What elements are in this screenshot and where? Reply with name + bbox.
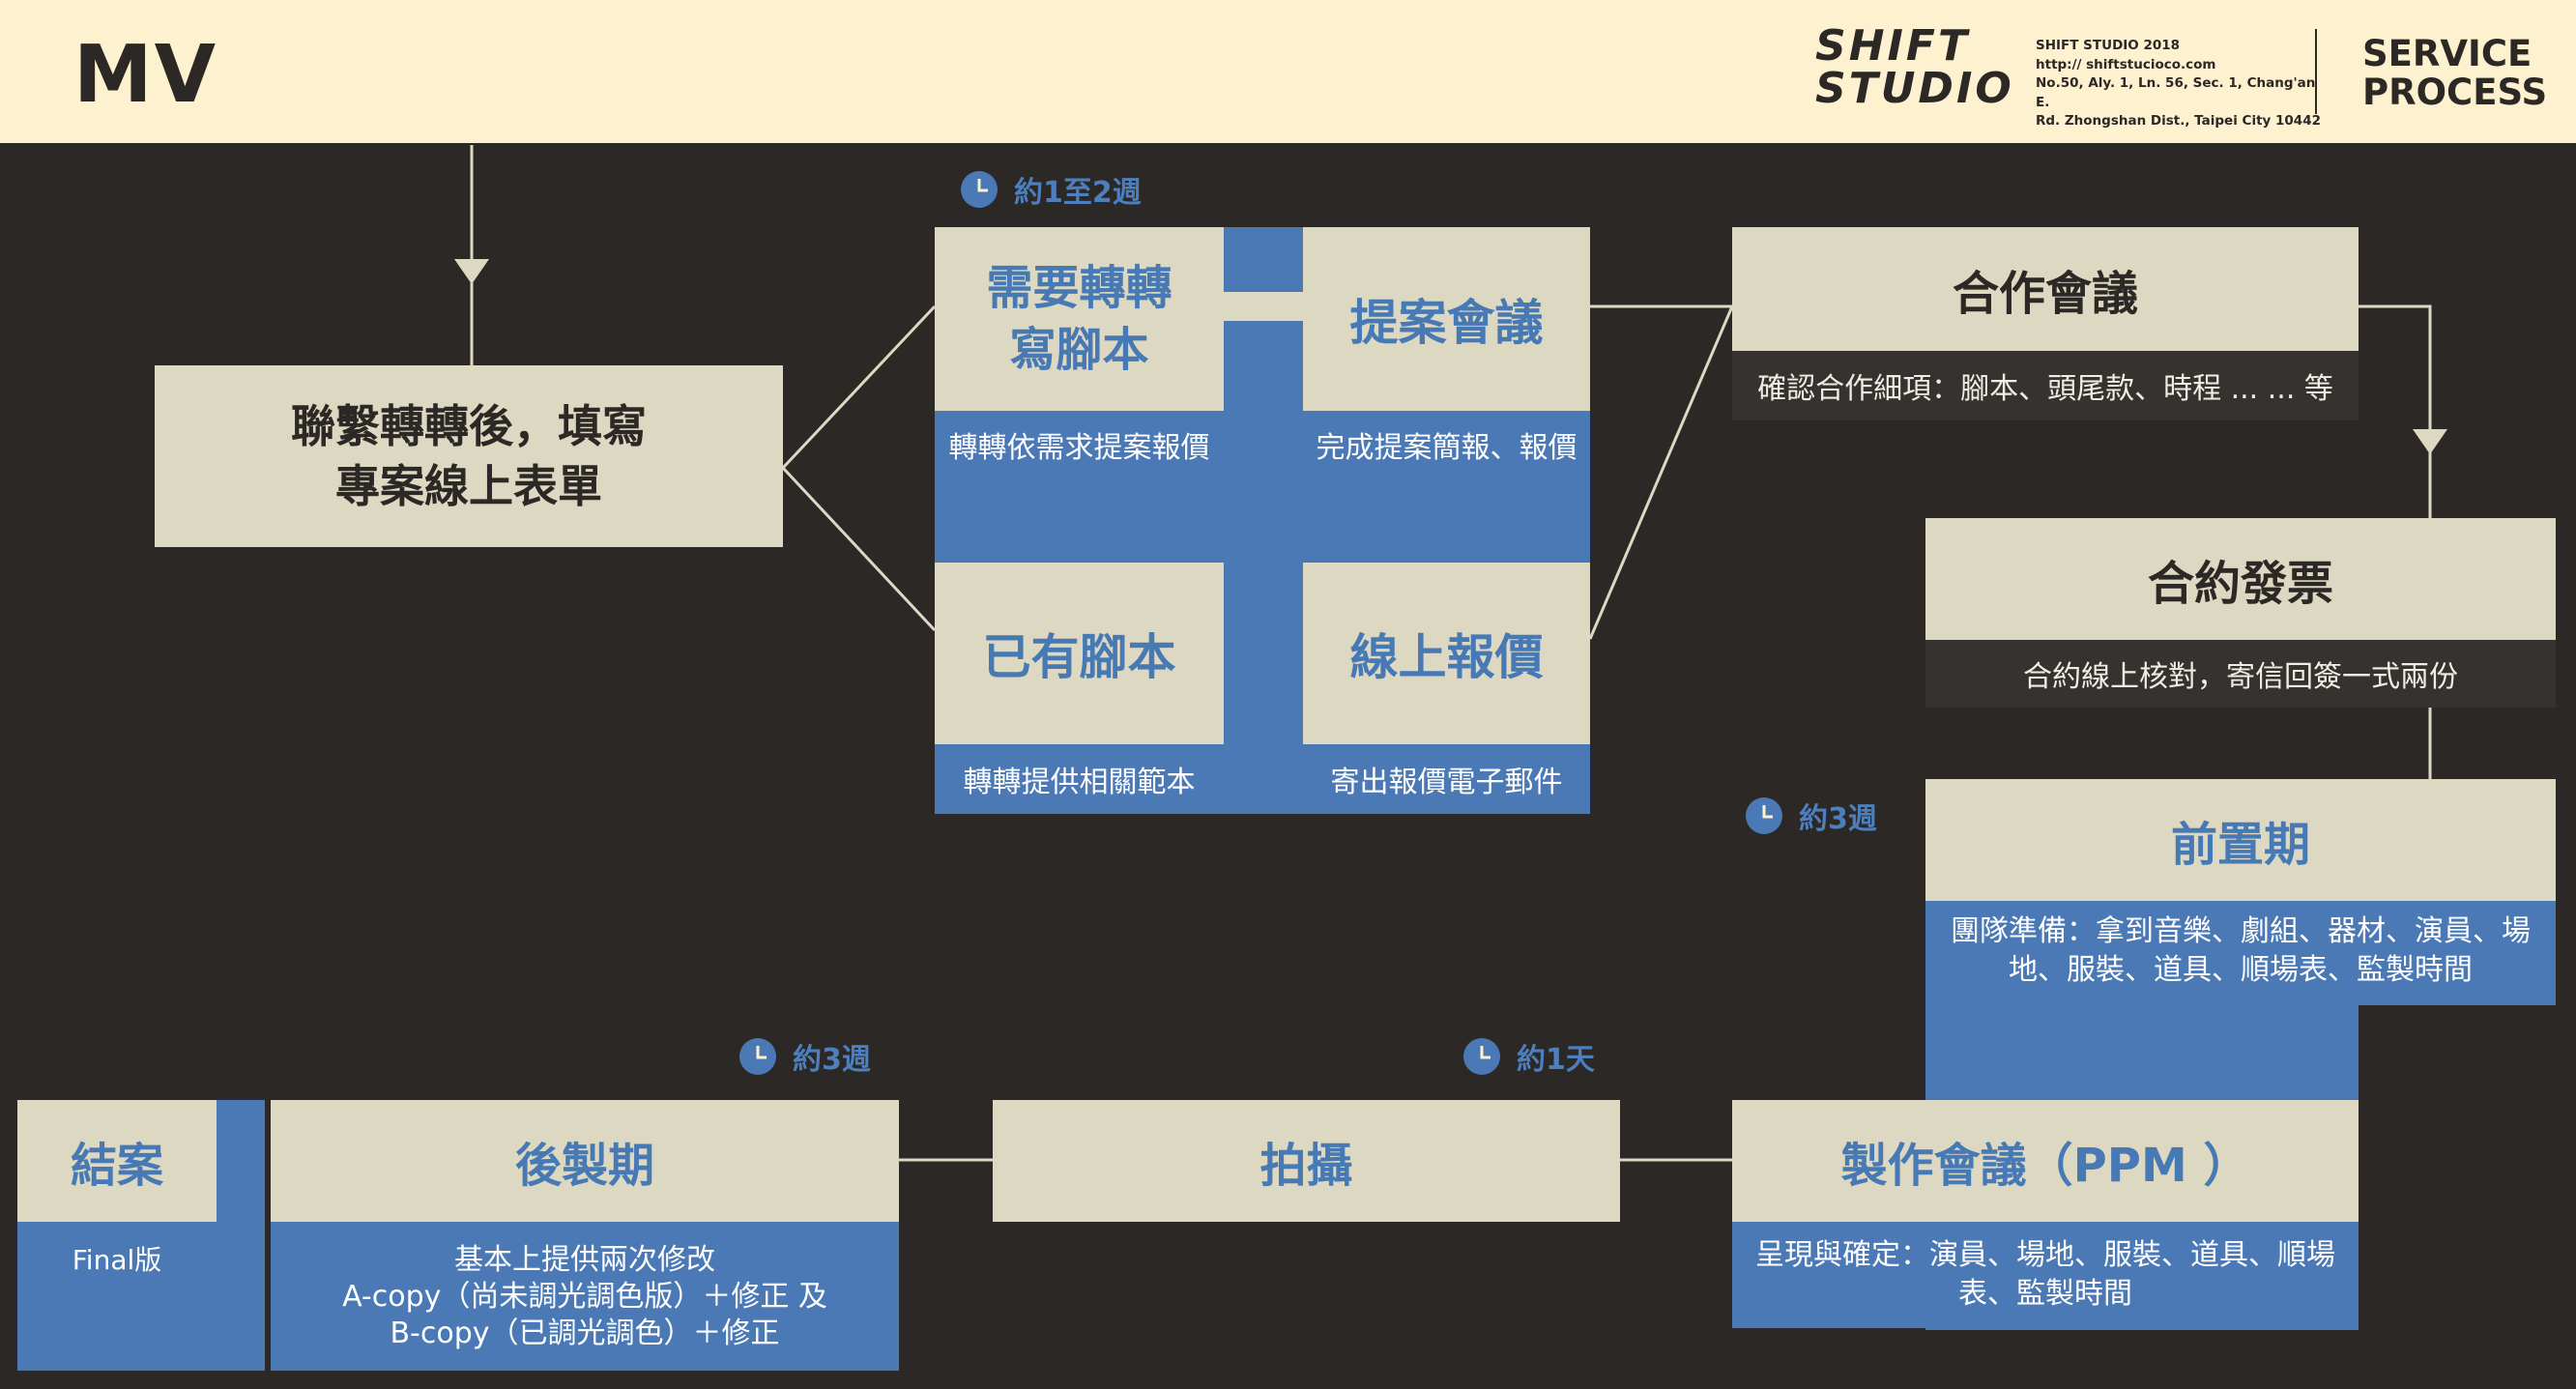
step-contact-title-2: 專案線上表單 [335, 460, 602, 512]
step-quote: 線上報價 [1303, 563, 1590, 744]
step-preprod-desc-2: 地、服裝、道具、順場表、監製時間 [2009, 953, 2473, 987]
step-proposal-title: 提案會議 [1349, 295, 1544, 351]
step-preprod: 前置期 [1925, 779, 2556, 901]
clock-icon [739, 1038, 776, 1075]
connector-coop-contract [2359, 304, 2432, 518]
address-line-1: No.50, Aly. 1, Ln. 56, Sec. 1, Chang'an … [2036, 75, 2316, 110]
step-contract-title: 合約發票 [2147, 557, 2333, 611]
need-proposal-bridge [1224, 292, 1303, 321]
duration-planning-text: 約1至2週 [1014, 176, 1142, 210]
step-close-desc: Final版 [17, 1224, 217, 1293]
clock-icon [1463, 1038, 1500, 1075]
step-preprod-desc-1: 團隊準備：拿到音樂、劇組、器材、演員、場 [1951, 914, 2531, 948]
duration-post-text: 約3週 [793, 1043, 871, 1077]
studio-logo: SHIFT STUDIO [1815, 25, 2028, 110]
duration-preprod: 約3週 [1745, 795, 1877, 837]
step-close: 結案 [17, 1100, 217, 1222]
step-preprod-title: 前置期 [2170, 818, 2310, 872]
clock-icon [961, 171, 998, 208]
step-post-desc-2: A-copy（尚未調光調色版）＋修正 及 [342, 1280, 827, 1314]
service-process-line-2: PROCESS [2362, 72, 2548, 113]
step-close-title: 結案 [70, 1139, 163, 1193]
connector-contact-has [781, 466, 937, 632]
service-process-line-1: SERVICE [2362, 33, 2533, 74]
step-proposal-desc: 完成提案簡報、報價 [1303, 411, 1590, 478]
step-need-script-title-2: 寫腳本 [1009, 323, 1149, 377]
step-contact-title-1: 聯繫轉轉後，填寫 [291, 400, 647, 452]
duration-post: 約3週 [738, 1035, 871, 1078]
step-has-script-title: 已有腳本 [982, 629, 1176, 685]
step-ppm: 製作會議（PPM ） [1732, 1100, 2359, 1222]
step-coop: 合作會議 [1732, 227, 2359, 351]
step-contact: 聯繫轉轉後，填寫 專案線上表單 [155, 365, 783, 547]
step-need-script: 需要轉轉 寫腳本 [935, 227, 1224, 411]
page-title: MV [73, 29, 218, 121]
step-coop-title: 合作會議 [1952, 267, 2138, 321]
duration-preprod-text: 約3週 [1799, 802, 1877, 836]
connector-quote-coop [1588, 305, 1734, 640]
logo-line-1: SHIFT [1815, 21, 1970, 71]
step-post-title: 後製期 [514, 1139, 654, 1193]
step-coop-desc: 確認合作細項：腳本、頭尾款、時程 ... ... 等 [1732, 351, 2359, 420]
address-line-2: Rd. Zhongshan Dist., Taipei City 10442 [2036, 113, 2321, 129]
company-name: SHIFT STUDIO 2018 [2036, 38, 2181, 53]
step-has-script-desc: 轉轉提供相關範本 [935, 744, 1224, 814]
step-ppm-desc: 呈現與確定：演員、場地、服裝、道具、順場 表、監製時間 [1732, 1222, 2359, 1328]
company-website: http:// shiftstucioco.com [2036, 56, 2216, 72]
connector-contact-need [781, 304, 937, 470]
step-quote-desc: 寄出報價電子郵件 [1303, 744, 1590, 814]
duration-shoot: 約1天 [1462, 1035, 1595, 1078]
step-preprod-desc: 團隊準備：拿到音樂、劇組、器材、演員、場 地、服裝、道具、順場表、監製時間 [1925, 903, 2556, 999]
step-post-desc: 基本上提供兩次修改 A-copy（尚未調光調色版）＋修正 及 B-copy（已調… [271, 1224, 899, 1371]
preprod-cutout [2359, 1005, 2558, 1334]
header-divider [2315, 29, 2317, 114]
logo-line-2: STUDIO [1815, 64, 2014, 113]
service-process-label: SERVICE PROCESS [2362, 35, 2547, 112]
step-quote-title: 線上報價 [1349, 629, 1544, 685]
step-has-script: 已有腳本 [935, 563, 1224, 744]
step-need-script-desc: 轉轉依需求提案報價 [935, 411, 1224, 478]
duration-shoot-text: 約1天 [1517, 1043, 1595, 1077]
step-post-desc-1: 基本上提供兩次修改 [454, 1243, 715, 1277]
step-shoot-title: 拍攝 [1259, 1139, 1353, 1193]
arrow-down-icon [454, 259, 489, 284]
step-post-desc-3: B-copy（已調光調色）＋修正 [390, 1317, 780, 1350]
arrow-down-icon [2413, 429, 2447, 454]
clock-icon [1746, 797, 1782, 834]
step-post: 後製期 [271, 1100, 899, 1222]
step-ppm-desc-2: 表、監製時間 [1958, 1277, 2132, 1311]
step-contract: 合約發票 [1925, 518, 2556, 640]
step-contract-desc: 合約線上核對，寄信回簽一式兩份 [1925, 640, 2556, 708]
post-divider [265, 1100, 271, 1371]
duration-planning: 約1至2週 [960, 168, 1142, 211]
step-need-script-title-1: 需要轉轉 [986, 261, 1172, 315]
studio-address: SHIFT STUDIO 2018 http:// shiftstucioco.… [2036, 37, 2326, 131]
step-ppm-desc-1: 呈現與確定：演員、場地、服裝、道具、順場 [1755, 1238, 2335, 1272]
header-bar [0, 0, 2576, 143]
step-shoot: 拍攝 [993, 1100, 1620, 1222]
step-ppm-title: 製作會議（PPM ） [1840, 1139, 2250, 1193]
step-proposal: 提案會議 [1303, 227, 1590, 411]
